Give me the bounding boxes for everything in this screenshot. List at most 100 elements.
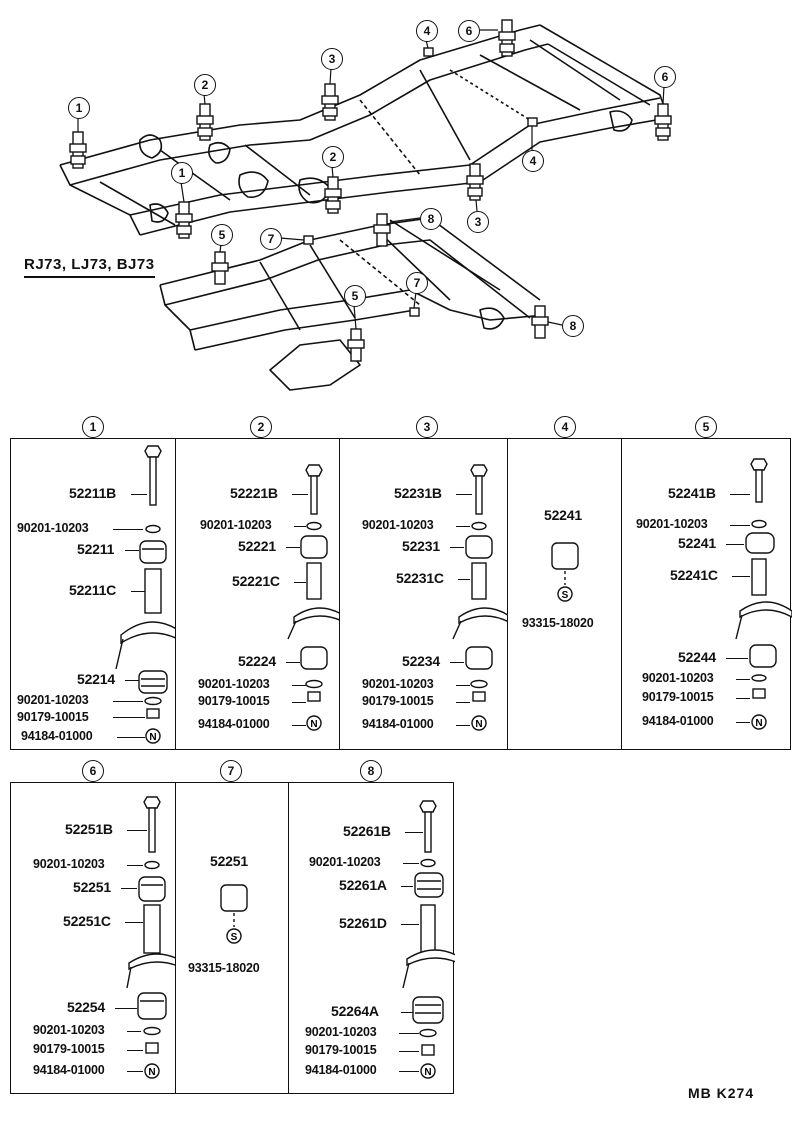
leader-line [450,547,464,548]
nut-symbol: N [475,719,482,730]
frame-callout-4b: 4 [522,150,544,172]
part-label: 90201-10203 [642,671,714,685]
leader-line [736,722,750,723]
leader-line [127,865,143,866]
part-label: 90179-10015 [33,1042,105,1056]
frame-callout-2b: 2 [322,146,344,168]
spacer-symbol: S [231,932,238,943]
frame-callout-1b: 1 [171,162,193,184]
part-label: 52264A [331,1003,379,1019]
panel-3-parts-drawing: N [452,464,509,731]
nut-symbol: N [755,718,762,729]
part-label: 90201-10203 [362,677,434,691]
part-label: 94184-01000 [642,714,714,728]
part-label: 90201-10203 [33,1023,105,1037]
leader-line [730,525,750,526]
leader-line [294,582,306,583]
panel-number-2: 2 [250,416,272,438]
leader-line [456,702,470,703]
frame-callout-7: 7 [260,228,282,250]
frame-callout-5b: 5 [344,285,366,307]
panel-number-1: 1 [82,416,104,438]
part-label: 52231B [394,485,442,501]
part-label: 90179-10015 [305,1043,377,1057]
frame-callout-6: 6 [458,20,480,42]
leader-line [399,1071,419,1072]
part-label: 94184-01000 [198,717,270,731]
part-label: 52251 [210,853,248,869]
nut-symbol: N [310,719,317,730]
leader-line [726,544,744,545]
leader-line [732,576,750,577]
part-label: 52241C [670,567,718,583]
spacer-symbol: S [562,590,569,601]
part-label: 90201-10203 [17,521,89,535]
frame-callout-8b: 8 [562,315,584,337]
leader-line [736,679,750,680]
leader-line [131,494,147,495]
part-label: 94184-01000 [21,729,93,743]
panel-number-7: 7 [220,760,242,782]
part-label: 52241B [668,485,716,501]
leader-line [730,494,750,495]
leader-line [286,662,300,663]
panel-6: N 52251B 90201-10203 52251 52251C 52254 … [10,782,177,1094]
part-label: 52211B [69,485,117,501]
nut-symbol: N [148,1067,155,1078]
part-label: 52241 [678,535,716,551]
leader-line [125,680,139,681]
leader-line [125,922,143,923]
leader-line [121,888,137,889]
part-label: 90201-10203 [17,693,89,707]
leader-line [294,526,306,527]
leader-line [127,1071,143,1072]
frame-callout-2: 2 [194,74,216,96]
leader-line [113,529,143,530]
leader-line [450,662,464,663]
panel-8-parts-drawing: N [402,800,455,1079]
leader-line [127,1031,141,1032]
leader-line [127,1050,143,1051]
frame-callout-8: 8 [420,208,442,230]
frame-callout-5: 5 [211,224,233,246]
leader-line [131,591,145,592]
leader-line [113,717,145,718]
panel-1-parts-drawing: N [115,445,177,744]
leader-line [456,725,470,726]
part-label: 94184-01000 [33,1063,105,1077]
panel-6-parts-drawing: N [126,796,177,1079]
part-label: 90201-10203 [305,1025,377,1039]
leader-line [405,832,423,833]
part-label: 90201-10203 [200,518,272,532]
leader-line [117,737,145,738]
panel-number-8: 8 [360,760,382,782]
part-label: 94184-01000 [362,717,434,731]
leader-line [125,550,139,551]
leader-line [401,886,413,887]
nut-symbol: N [149,732,156,743]
part-label: 52231 [402,538,440,554]
part-label: 52251C [63,913,111,929]
part-label: 52261D [339,915,387,931]
diagram-code: MB K274 [688,1085,755,1101]
chassis-frame-illustration [59,19,672,391]
leader-line [399,1051,419,1052]
part-label: 94184-01000 [305,1063,377,1077]
panel-4-parts-drawing: S [551,542,579,602]
panel-1: N 52211B 90201-10203 52211 52211C 52214 … [10,438,177,750]
panel-number-3: 3 [416,416,438,438]
leader-line [127,830,147,831]
part-label: 90201-10203 [198,677,270,691]
part-label: 93315-18020 [188,961,260,975]
panel-5-parts-drawing: N [735,458,792,730]
part-label: 90179-10015 [198,694,270,708]
part-label: 52244 [678,649,716,665]
panel-2: N 52221B 90201-10203 52221 52221C 52224 … [175,438,341,750]
leader-line [726,658,748,659]
panel-number-5: 5 [695,416,717,438]
leader-line [292,685,306,686]
leader-line [292,494,308,495]
part-label: 52224 [238,653,276,669]
panel-number-6: 6 [82,760,104,782]
part-label: 52221B [230,485,278,501]
